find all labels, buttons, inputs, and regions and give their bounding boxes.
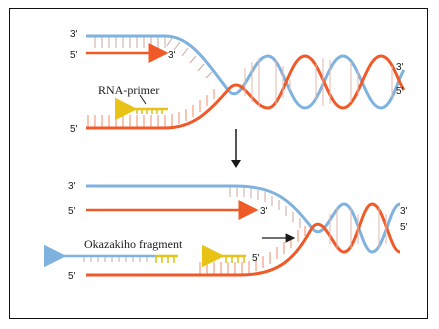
top-helix-rungs: [244, 58, 393, 106]
top-label-3prime: 3': [70, 29, 78, 40]
top-parental-strand-red: [86, 54, 406, 130]
rna-primer-label: RNA-primer: [98, 83, 159, 97]
top-label-leading-3prime: 3': [168, 50, 176, 61]
bottom-label-bottom-5prime: 5': [68, 271, 76, 282]
bottom-helix-5prime: 5': [400, 222, 408, 233]
bottom-new-primer: [202, 244, 246, 268]
okazaki-primer-5prime: 5': [252, 253, 260, 264]
top-label-bottom-5prime: 5': [70, 124, 78, 135]
top-rna-primer: [115, 97, 168, 121]
top-helix-3prime: 3': [396, 62, 404, 73]
rna-primer-pointer: [139, 94, 147, 105]
bottom-replication-fork: 3' 5' 3' 5' 3' 5' Okazakiho fragment 5': [44, 181, 408, 282]
bottom-parental-strand-blue: [86, 184, 401, 254]
top-fork-rungs: [166, 37, 213, 79]
bottom-label-leading-3prime: 3': [260, 206, 268, 217]
bottom-label-3prime: 3': [68, 181, 76, 192]
bottom-upper-rungs: [229, 187, 301, 228]
bottom-parental-strand-red: [86, 202, 401, 277]
arrow-down-icon: [231, 129, 241, 168]
top-label-5prime: 5': [70, 50, 78, 61]
bottom-lower-rungs: [199, 226, 306, 274]
bottom-helix-rungs: [329, 208, 387, 248]
top-upper-rungs: [94, 36, 166, 48]
bottom-helix-3prime: 3': [400, 206, 408, 217]
top-parental-strand-blue: [86, 34, 406, 110]
bottom-okazaki-fragment: [44, 244, 178, 268]
okazaki-fragment-label: Okazakiho fragment: [84, 237, 183, 251]
top-replication-fork: 3' 5' 3' 5' 3' 5' RNA-primer: [70, 29, 406, 135]
top-helix-5prime: 5': [396, 86, 404, 97]
top-lower-rungs: [87, 89, 215, 127]
bottom-label-5prime: 5': [68, 206, 76, 217]
